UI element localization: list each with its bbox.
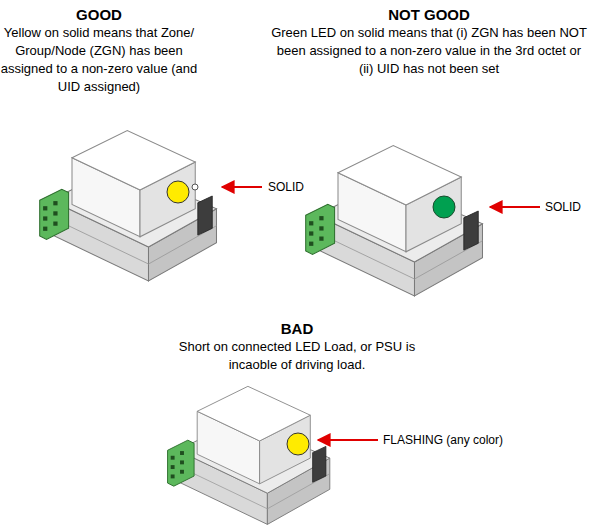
- yellow-led: [167, 181, 189, 203]
- yellow-led: [287, 433, 309, 455]
- pointer-arrow: [490, 206, 540, 208]
- status-heading: NOT GOOD: [268, 6, 590, 24]
- led-state-label: FLASHING (any color): [383, 433, 503, 447]
- status-heading: GOOD: [0, 6, 198, 24]
- status-description: Short on connected LED Load, or PSU is i…: [167, 338, 427, 374]
- led-indicator-dot: [192, 184, 198, 190]
- din-module-illustration: [40, 131, 217, 281]
- led-state-label: SOLID: [545, 200, 581, 214]
- pointer-arrow: [222, 186, 262, 188]
- status-description: Yellow on solid means that Zone/ Group/N…: [0, 24, 198, 96]
- led-state-label: SOLID: [268, 180, 304, 194]
- green-led: [433, 196, 455, 218]
- din-module-illustration: [168, 386, 330, 524]
- status-description: Green LED on solid means that (i) ZGN ha…: [268, 24, 590, 78]
- pointer-arrow: [318, 439, 378, 441]
- din-module-illustration: [306, 146, 483, 296]
- status-heading: BAD: [167, 320, 427, 338]
